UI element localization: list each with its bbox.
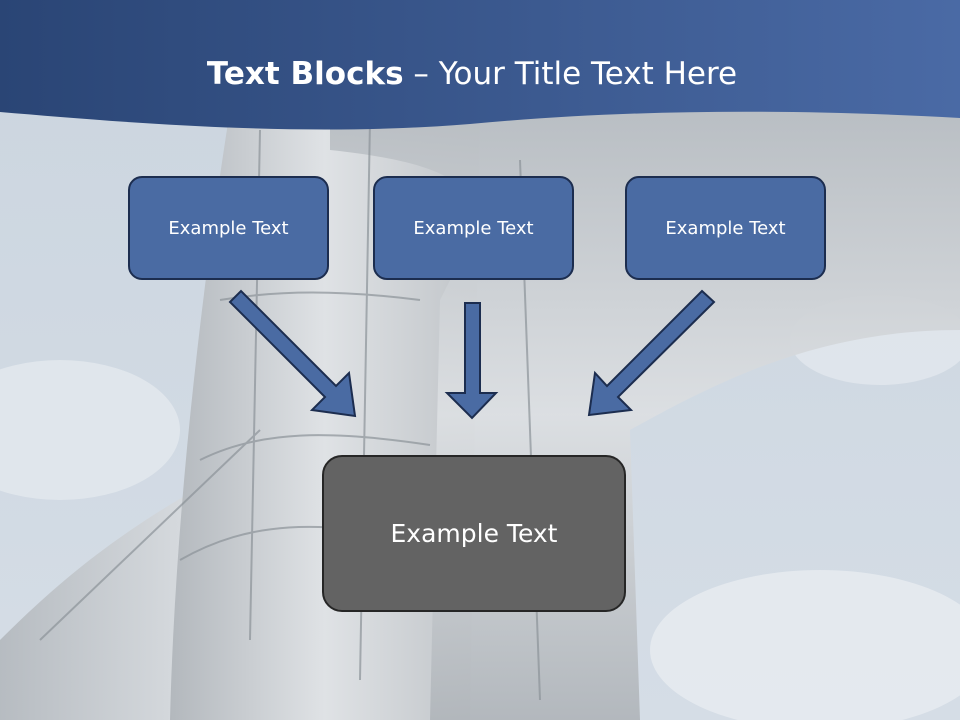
title-bold-text: Text Blocks — [206, 56, 404, 92]
text-block-right-label: Example Text — [665, 217, 786, 239]
arrow-down-right-icon — [228, 289, 357, 418]
text-block-left-label: Example Text — [168, 217, 289, 239]
target-text-block-label: Example Text — [390, 519, 558, 548]
target-text-block[interactable]: Example Text — [322, 455, 626, 612]
text-block-center[interactable]: Example Text — [373, 176, 574, 280]
text-block-left[interactable]: Example Text — [128, 176, 329, 280]
text-block-center-label: Example Text — [413, 217, 534, 239]
title-regular-text: Your Title Text Here — [438, 56, 738, 92]
slide-title: Text Blocks – Your Title Text Here — [0, 52, 944, 96]
arrow-down-icon — [444, 302, 499, 420]
title-dash: – — [403, 56, 439, 92]
arrow-down-left-icon — [587, 289, 716, 417]
text-block-right[interactable]: Example Text — [625, 176, 826, 280]
